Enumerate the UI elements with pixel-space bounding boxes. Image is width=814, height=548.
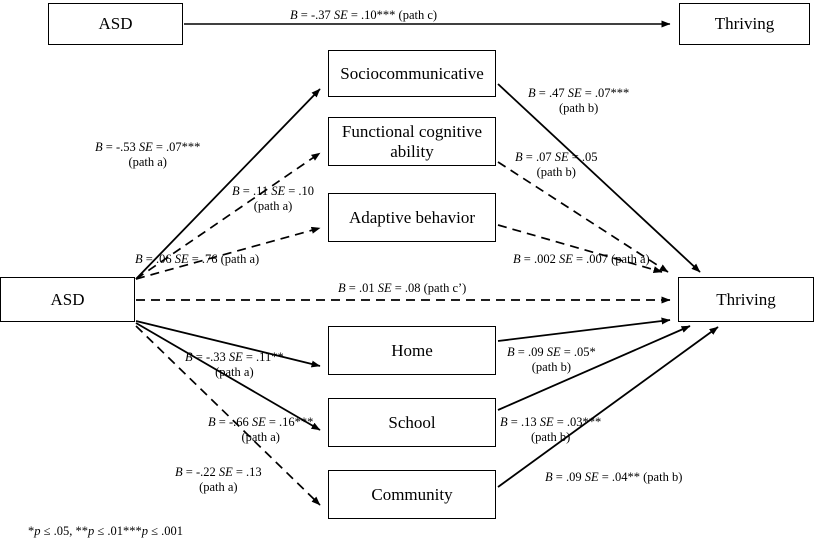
edge-label-line1: B = -.33 SE = .11** bbox=[185, 350, 284, 364]
edge-label-line1: B = .13 SE = .03*** bbox=[500, 415, 602, 429]
node-label: Sociocommunicative bbox=[340, 63, 484, 83]
edge-label-line1: B = -.22 SE = .13 bbox=[175, 465, 262, 479]
edge-label-line2: (path a) bbox=[253, 199, 293, 213]
edge-label-line1: B = .01 SE = .08 (path c’) bbox=[338, 281, 467, 295]
edge-label-line1: B = .11 SE = .10 bbox=[232, 184, 315, 198]
edge-label-line1: B = .002 SE = .007 (path a) bbox=[513, 252, 650, 266]
edge-label-line1: B = .07 SE = .05 bbox=[515, 150, 598, 164]
node-asd-top[interactable]: ASD bbox=[48, 3, 183, 45]
node-label: ASD bbox=[50, 289, 85, 309]
node-label: School bbox=[388, 412, 436, 432]
node-label: ASD bbox=[98, 14, 133, 34]
edge-label-line2: (path b) bbox=[536, 165, 576, 179]
edge-path-a-functional bbox=[135, 152, 321, 280]
node-asd-main[interactable]: ASD bbox=[0, 277, 135, 322]
edge-path-b-socio bbox=[497, 83, 701, 273]
edge-label-path-a-home: B = -.33 SE = .11** (path a) bbox=[185, 350, 284, 380]
node-label: Community bbox=[371, 484, 453, 504]
edge-label-line2: (path a) bbox=[128, 155, 167, 169]
node-label: Thriving bbox=[716, 289, 776, 309]
edge-label-path-b-school: B = .13 SE = .03*** (path b) bbox=[500, 415, 601, 445]
node-label: Home bbox=[391, 340, 433, 360]
edge-label-path-b-home: B = .09 SE = .05* (path b) bbox=[507, 345, 596, 375]
edge-label-path-b-socio: B = .47 SE = .07*** (path b) bbox=[528, 86, 629, 116]
edge-label-path-a-socio: B = -.53 SE = .07*** (path a) bbox=[95, 140, 200, 170]
edge-path-b-functional bbox=[497, 161, 669, 273]
node-home[interactable]: Home bbox=[328, 326, 496, 375]
edge-path-b-school bbox=[497, 325, 691, 411]
node-community[interactable]: Community bbox=[328, 470, 496, 519]
edge-path-b-community bbox=[497, 326, 719, 488]
edge-label-line2: (path a) bbox=[215, 365, 254, 379]
edge-label-line1: B = -.53 SE = .07*** bbox=[95, 140, 201, 154]
node-school[interactable]: School bbox=[328, 398, 496, 447]
edge-path-b-adaptive bbox=[497, 224, 663, 274]
edge-path-a-adaptive bbox=[135, 226, 321, 280]
edge-label-path-a-adaptive: B = .06 SE = .76 (path a) bbox=[135, 252, 259, 267]
edge-label-line1: B = -.37 SE = .10*** (path c) bbox=[290, 8, 438, 22]
edge-path-b-home bbox=[497, 317, 671, 342]
edge-label-path-b-community: B = .09 SE = .04** (path b) bbox=[545, 470, 682, 485]
edge-label-line1: B = .47 SE = .07*** bbox=[528, 86, 630, 100]
edge-label-line1: B = -.66 SE = .16*** bbox=[208, 415, 314, 429]
node-functional-cognitive-ability[interactable]: Functional cognitive ability bbox=[328, 117, 496, 166]
edge-path-a-socio bbox=[135, 88, 321, 280]
edge-label-path-a-community: B = -.22 SE = .13 (path a) bbox=[175, 465, 262, 495]
edge-label-path-a-functional: B = .11 SE = .10 (path a) bbox=[232, 184, 314, 214]
edge-label-line2: (path a) bbox=[241, 430, 280, 444]
edge-label-path-b-adaptive: B = .002 SE = .007 (path a) bbox=[513, 252, 650, 267]
node-thriving-top[interactable]: Thriving bbox=[679, 3, 810, 45]
edge-path-a-home bbox=[135, 320, 321, 368]
edge-label-path-c-prime: B = .01 SE = .08 (path c’) bbox=[338, 281, 466, 296]
node-label: Thriving bbox=[714, 14, 775, 34]
node-adaptive-behavior[interactable]: Adaptive behavior bbox=[328, 193, 496, 242]
node-sociocommunicative[interactable]: Sociocommunicative bbox=[328, 50, 496, 97]
edge-path-a-school bbox=[135, 322, 321, 431]
edge-label-line2: (path a) bbox=[199, 480, 238, 494]
edge-label-path-c: B = -.37 SE = .10*** (path c) bbox=[290, 8, 437, 23]
node-label: Functional cognitive ability bbox=[341, 122, 483, 161]
node-thriving-main[interactable]: Thriving bbox=[678, 277, 814, 322]
edge-label-line1: B = .06 SE = .76 (path a) bbox=[135, 252, 260, 266]
edge-label-line1: B = .09 SE = .05* bbox=[507, 345, 596, 359]
edge-path-a-community bbox=[135, 325, 321, 506]
edge-label-path-a-school: B = -.66 SE = .16*** (path a) bbox=[208, 415, 313, 445]
edge-label-line2: (path b) bbox=[559, 101, 599, 115]
edge-label-line1: B = .09 SE = .04** (path b) bbox=[545, 470, 683, 484]
edge-label-line2: (path b) bbox=[531, 360, 571, 374]
significance-footnote: *p ≤ .05, **p ≤ .01***p ≤ .001 bbox=[28, 524, 183, 538]
edge-label-line2: (path b) bbox=[531, 430, 571, 444]
node-label: Adaptive behavior bbox=[348, 207, 476, 227]
edge-label-path-b-functional: B = .07 SE = .05 (path b) bbox=[515, 150, 598, 180]
